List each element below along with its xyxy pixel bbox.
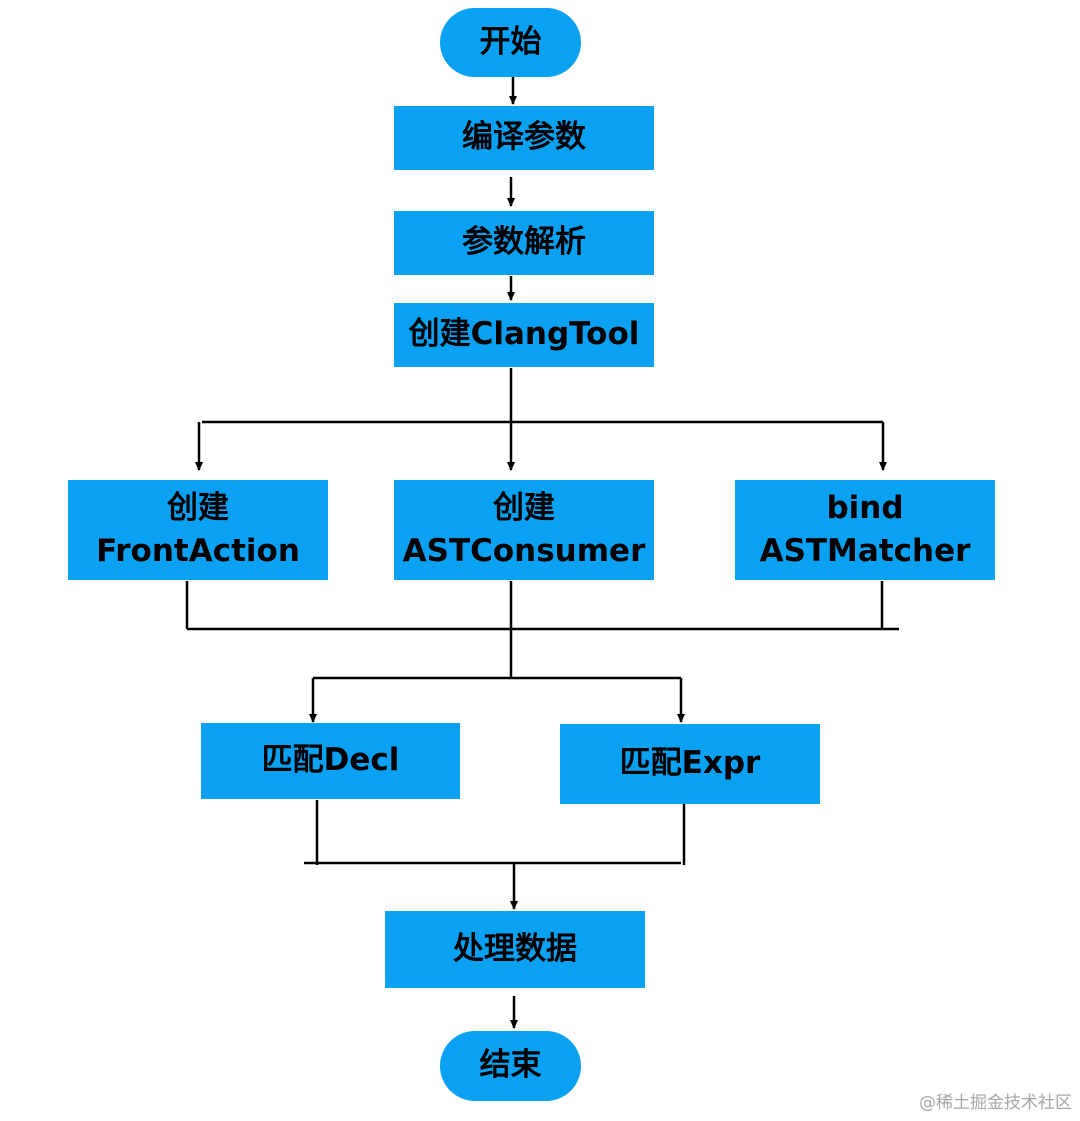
- match-decl-node: 匹配Decl: [201, 723, 460, 799]
- bind-astmatcher-line2: ASTMatcher: [759, 533, 971, 569]
- bind-astmatcher-line1: bind: [826, 489, 904, 526]
- process-data-node: 处理数据: [385, 911, 645, 988]
- watermark: @稀土掘金技术社区: [919, 1093, 1072, 1113]
- create-astconsumer-line2: ASTConsumer: [402, 533, 646, 569]
- parse-args-label: 参数解析: [462, 224, 586, 261]
- parse-args-node: 参数解析: [394, 211, 654, 275]
- compile-args-label: 编译参数: [462, 119, 586, 156]
- create-clangtool-node: 创建ClangTool: [394, 303, 654, 367]
- match-expr-node: 匹配Expr: [560, 724, 820, 804]
- end-label: 结束: [479, 1047, 542, 1084]
- end-node: 结束: [440, 1031, 581, 1101]
- process-data-label: 处理数据: [453, 930, 577, 967]
- match-decl-label: 匹配Decl: [261, 742, 400, 779]
- compile-args-node: 编译参数: [394, 106, 654, 170]
- create-clangtool-label: 创建ClangTool: [408, 316, 640, 353]
- match-expr-label: 匹配Expr: [619, 745, 761, 782]
- bind-astmatcher-node: bind ASTMatcher: [735, 480, 995, 580]
- start-node: 开始: [440, 8, 581, 77]
- create-frontaction-line1: 创建: [167, 489, 229, 526]
- create-frontaction-node: 创建 FrontAction: [68, 480, 328, 580]
- create-astconsumer-node: 创建 ASTConsumer: [394, 480, 654, 580]
- create-astconsumer-line1: 创建: [493, 489, 555, 526]
- start-label: 开始: [479, 23, 542, 60]
- create-frontaction-line2: FrontAction: [96, 533, 300, 569]
